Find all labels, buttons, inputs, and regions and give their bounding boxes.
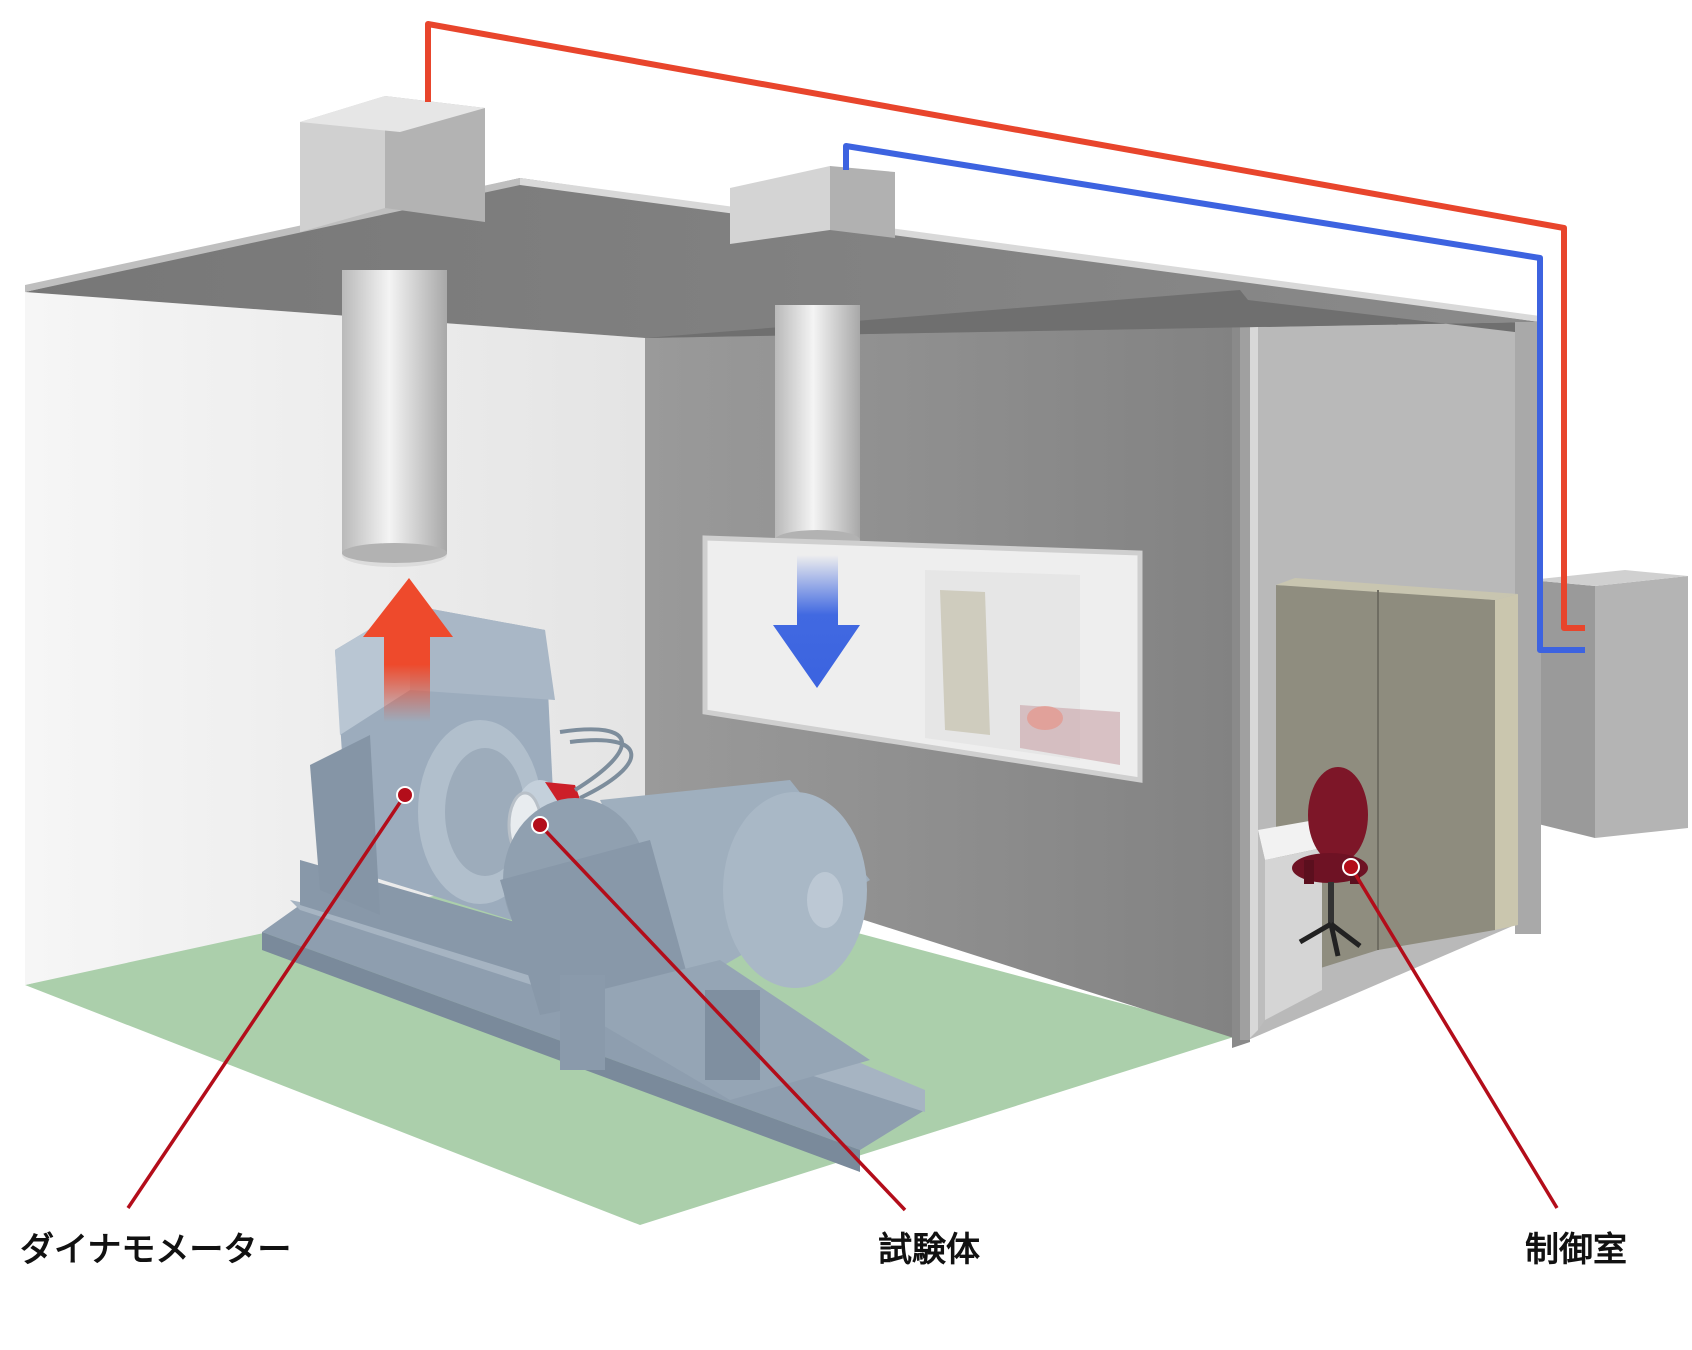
specimen-label: 試験体 [878,1230,980,1270]
exhaust-unit-top [300,96,485,132]
air-handling-unit-side [1595,576,1688,838]
exhaust-unit-left-face [300,96,385,232]
air-handling-unit-top [1530,570,1688,586]
ceiling-slab-underside [645,290,1540,338]
intake-hood [775,305,860,550]
dynamometer-leader-line [126,794,407,1209]
control-room-leader-line [1349,866,1559,1209]
control-room-outer-wall [1515,322,1541,934]
dynamometer-label: ダイナモメーター [20,1230,292,1270]
leader-lines [126,794,1559,1212]
exhaust-hood [342,270,447,567]
arrow-down-icon [773,555,860,688]
control-desk [1258,820,1322,1030]
arrow-up-icon [363,578,453,722]
dynamometer-callout-dot [396,786,414,804]
control-room-callout-dot [1342,858,1360,876]
air-handling-unit-front [1530,580,1595,838]
hot-exhaust-duct [425,21,1585,631]
control-room-inner-wall [1248,300,1258,1040]
partition-wall-face [1240,290,1250,1040]
intake-unit-front [830,166,895,238]
cold-supply-duct [843,143,1585,653]
specimen-callout-dot [531,816,549,834]
intake-unit-left-face [730,166,830,244]
dynamometer-machine [262,605,925,1172]
specimen-leader-line [538,823,907,1212]
control-room-label: 制御室 [1525,1230,1627,1270]
